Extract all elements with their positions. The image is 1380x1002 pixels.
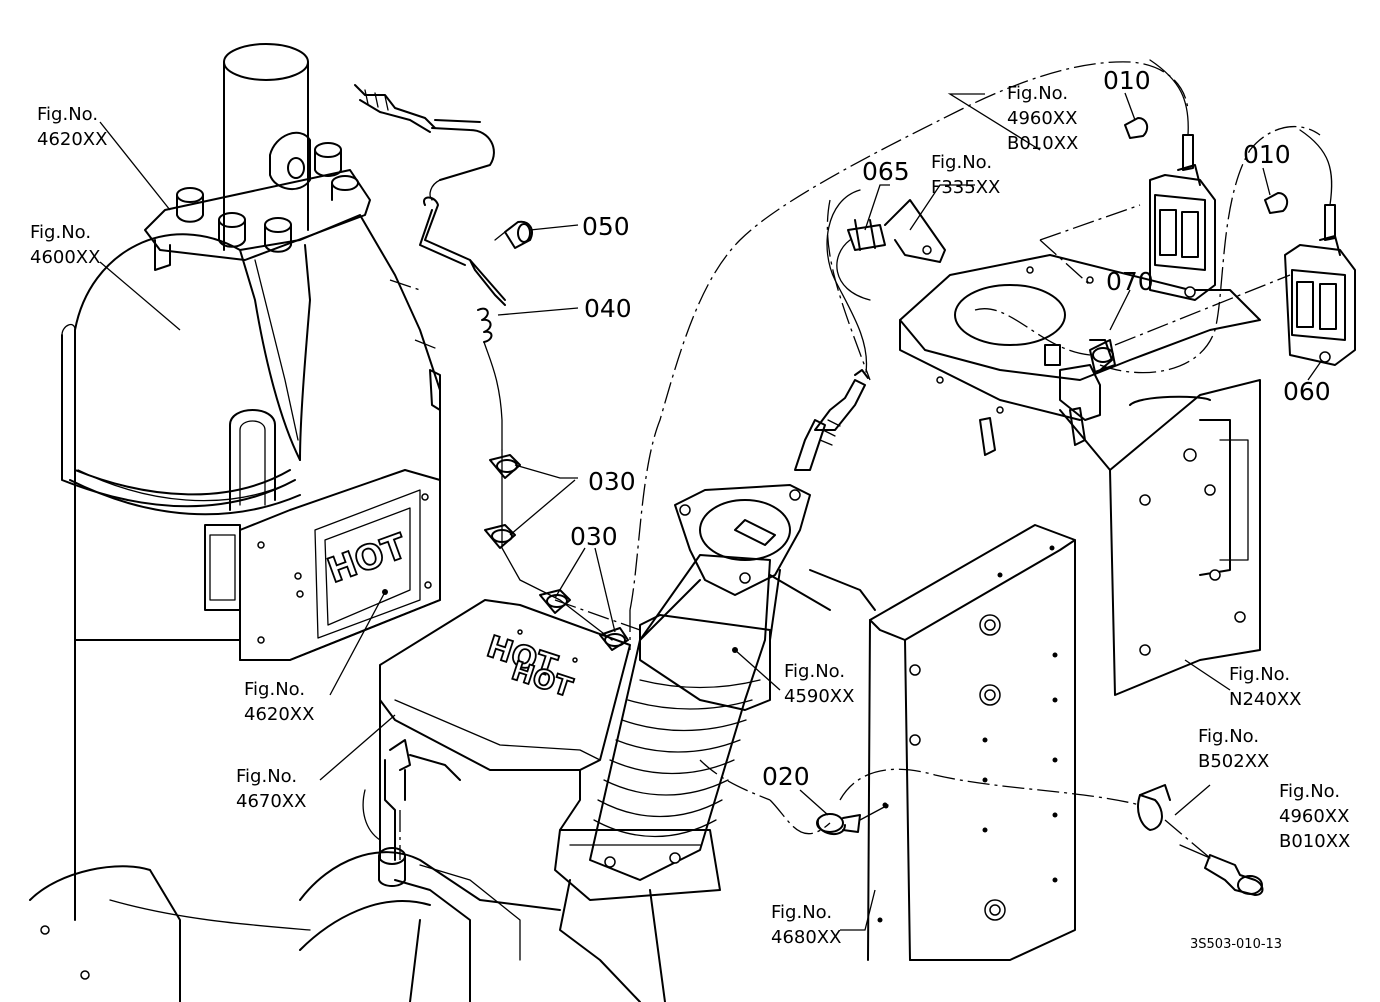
temperature-sensor-lower	[299, 739, 561, 1002]
svg-text:Fig.No.: Fig.No.	[244, 679, 305, 700]
svg-text:B010XX: B010XX	[1007, 133, 1078, 154]
svg-text:N240XX: N240XX	[1229, 689, 1301, 710]
fig-ref-4960-top: Fig.No. 4960XX B010XX	[1007, 83, 1078, 154]
part-label-060: 060	[1283, 377, 1331, 406]
sensor-module-upper	[1124, 59, 1216, 301]
part-label-030-b: 030	[570, 522, 618, 551]
svg-text:Fig.No.: Fig.No.	[1007, 83, 1068, 104]
leader-lines	[99, 92, 1323, 931]
svg-text:Fig.No.: Fig.No.	[1229, 664, 1290, 685]
part-label-020: 020	[762, 762, 810, 791]
svg-text:Fig.No.: Fig.No.	[784, 661, 845, 682]
fig-ref-b502: Fig.No. B502XX	[1198, 726, 1269, 772]
clip-070	[1089, 339, 1116, 373]
part-label-050: 050	[582, 212, 630, 241]
sensor-module-060	[1264, 129, 1356, 366]
svg-text:Fig.No.: Fig.No.	[931, 152, 992, 173]
svg-text:4960XX: 4960XX	[1279, 806, 1349, 827]
svg-text:4620XX: 4620XX	[244, 704, 314, 725]
bolt-050	[494, 220, 533, 249]
harness-routing-lines	[379, 61, 1321, 860]
hot-label-lower-2: HOT	[508, 656, 576, 704]
svg-text:4600XX: 4600XX	[30, 247, 100, 268]
svg-text:Fig.No.: Fig.No.	[37, 104, 98, 125]
hot-heat-shield-upper: HOT	[239, 369, 441, 661]
fig-ref-f335: Fig.No. F335XX	[931, 152, 1000, 198]
fig-ref-4670: Fig.No. 4670XX	[236, 766, 306, 812]
svg-text:F335XX: F335XX	[931, 177, 1000, 198]
svg-text:4960XX: 4960XX	[1007, 108, 1077, 129]
svg-text:Fig.No.: Fig.No.	[236, 766, 297, 787]
figure-references: Fig.No. 4620XX Fig.No. 4600XX Fig.No. 49…	[30, 83, 1350, 948]
drawing-code: 3S503-010-13	[1190, 937, 1282, 952]
svg-text:4670XX: 4670XX	[236, 791, 306, 812]
part-label-070: 070	[1106, 267, 1154, 296]
part-label-010-b: 010	[1243, 140, 1291, 169]
fig-ref-4620-bottom: Fig.No. 4620XX	[244, 679, 314, 725]
svg-text:Fig.No.: Fig.No.	[30, 222, 91, 243]
temperature-sensor-upper	[354, 84, 495, 201]
exhaust-inlet-pipe	[144, 43, 371, 271]
clip-b502-and-connector	[1137, 784, 1264, 896]
svg-text:4620XX: 4620XX	[37, 129, 107, 150]
svg-text:B502XX: B502XX	[1198, 751, 1269, 772]
frame-bracket-n240	[899, 254, 1261, 696]
clamp-020	[816, 803, 889, 835]
vertical-frame-4680	[809, 524, 1076, 961]
svg-text:Fig.No.: Fig.No.	[771, 902, 832, 923]
part-label-010-a: 010	[1103, 66, 1151, 95]
part-label-040: 040	[584, 294, 632, 323]
part-label-065: 065	[862, 157, 910, 186]
fig-ref-4680: Fig.No. 4680XX	[771, 902, 841, 948]
part-number-labels: 010 010 020 030 030 040 050 060 065 070	[570, 66, 1331, 791]
exhaust-sensor-right	[794, 189, 869, 471]
svg-text:4680XX: 4680XX	[771, 927, 841, 948]
exhaust-flange-4590	[639, 484, 831, 711]
dpf-muffler-body	[29, 214, 441, 1002]
svg-text:4590XX: 4590XX	[784, 686, 854, 707]
fig-ref-4590: Fig.No. 4590XX	[784, 661, 854, 707]
hot-heat-shield-lower: HOT HOT	[379, 599, 631, 861]
svg-text:B010XX: B010XX	[1279, 831, 1350, 852]
svg-text:Fig.No.: Fig.No.	[1279, 781, 1340, 802]
bracket-065	[836, 199, 946, 301]
harness-clip-040	[419, 196, 506, 451]
fig-ref-4960-bottom: Fig.No. 4960XX B010XX	[1279, 781, 1350, 852]
svg-text:Fig.No.: Fig.No.	[1198, 726, 1259, 747]
flex-bellows-pipe	[554, 554, 771, 1002]
fig-ref-4600: Fig.No. 4600XX	[30, 222, 100, 268]
part-label-030-a: 030	[588, 467, 636, 496]
fig-ref-4620-top: Fig.No. 4620XX	[37, 104, 107, 150]
fig-ref-n240: Fig.No. N240XX	[1229, 664, 1301, 710]
clamps-030	[484, 449, 629, 651]
